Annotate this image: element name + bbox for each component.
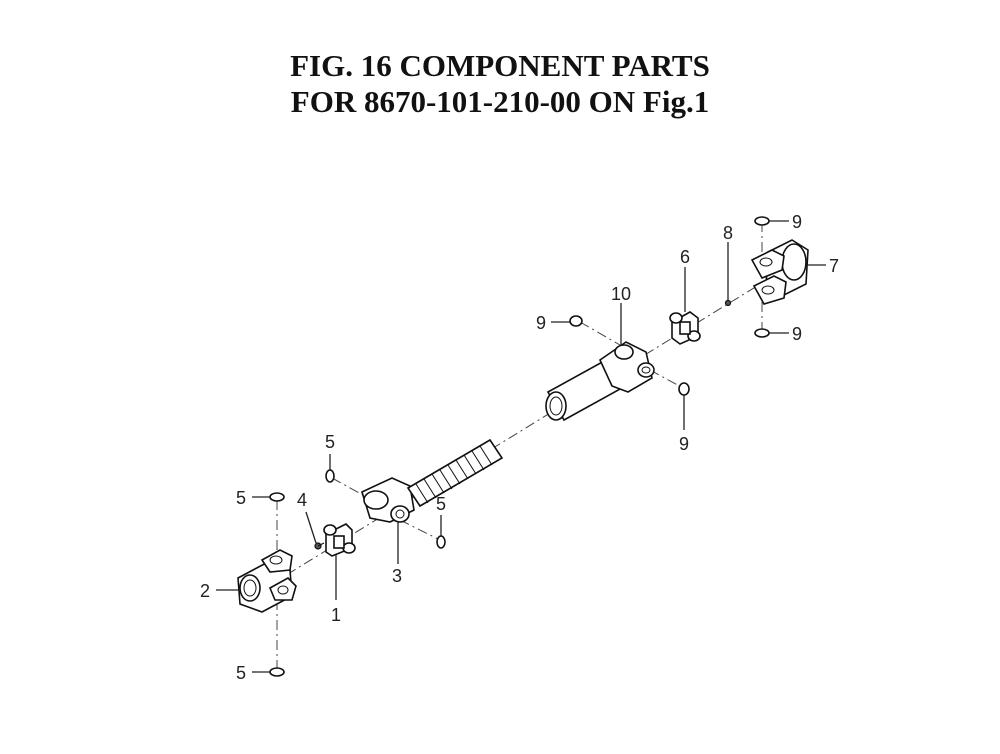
callout-5-lower-left: 5 — [236, 663, 246, 683]
part-10-tube-yoke — [545, 341, 655, 422]
part-1-lower-cross — [323, 523, 356, 557]
centerline-upper-ring-left — [579, 321, 621, 346]
part-5-ring-upper-left — [269, 492, 285, 502]
callout-4: 4 — [297, 490, 307, 510]
part-3-splined-yoke-shaft — [361, 438, 504, 523]
leader-4 — [305, 511, 317, 544]
callout-2: 2 — [200, 581, 210, 601]
callout-5-middle-top: 5 — [325, 432, 335, 452]
callout-7: 7 — [829, 256, 839, 276]
part-7-end-yoke — [750, 239, 809, 305]
centerline-upper-ring-right — [649, 369, 684, 389]
callout-9-tube-right: 9 — [679, 434, 689, 454]
part-8-grease-nipple — [724, 299, 732, 307]
callout-5-middle-bottom: 5 — [436, 494, 446, 514]
callout-9-tube-left: 9 — [536, 313, 546, 333]
figure-title-line-1: FIG. 16 COMPONENT PARTS — [290, 48, 710, 83]
part-9-ring-end-bottom — [754, 328, 770, 338]
callout-1: 1 — [331, 605, 341, 625]
part-5-ring-lower-left — [269, 667, 285, 677]
part-9-ring-tube-right — [678, 382, 690, 396]
callout-9-end-top: 9 — [792, 212, 802, 232]
callout-9-end-bottom: 9 — [792, 324, 802, 344]
part-5-ring-middle-top — [325, 469, 335, 483]
part-4-grease-nipple — [314, 542, 325, 550]
centerline-middle-ring-upper — [331, 477, 373, 501]
part-5-ring-middle-bottom — [436, 535, 446, 549]
part-9-ring-end-top — [754, 216, 770, 226]
callout-6: 6 — [680, 247, 690, 267]
centerline-middle-ring-lower — [399, 519, 441, 541]
part-6-upper-cross — [669, 311, 701, 345]
callout-10: 10 — [611, 284, 631, 304]
callout-5-upper-left: 5 — [236, 488, 246, 508]
callout-8: 8 — [723, 223, 733, 243]
callout-3: 3 — [392, 566, 402, 586]
part-9-ring-tube-left — [569, 315, 583, 327]
figure-title-line-2: FOR 8670-101-210-00 ON Fig.1 — [290, 84, 710, 119]
part-2-lower-yoke — [237, 549, 297, 613]
